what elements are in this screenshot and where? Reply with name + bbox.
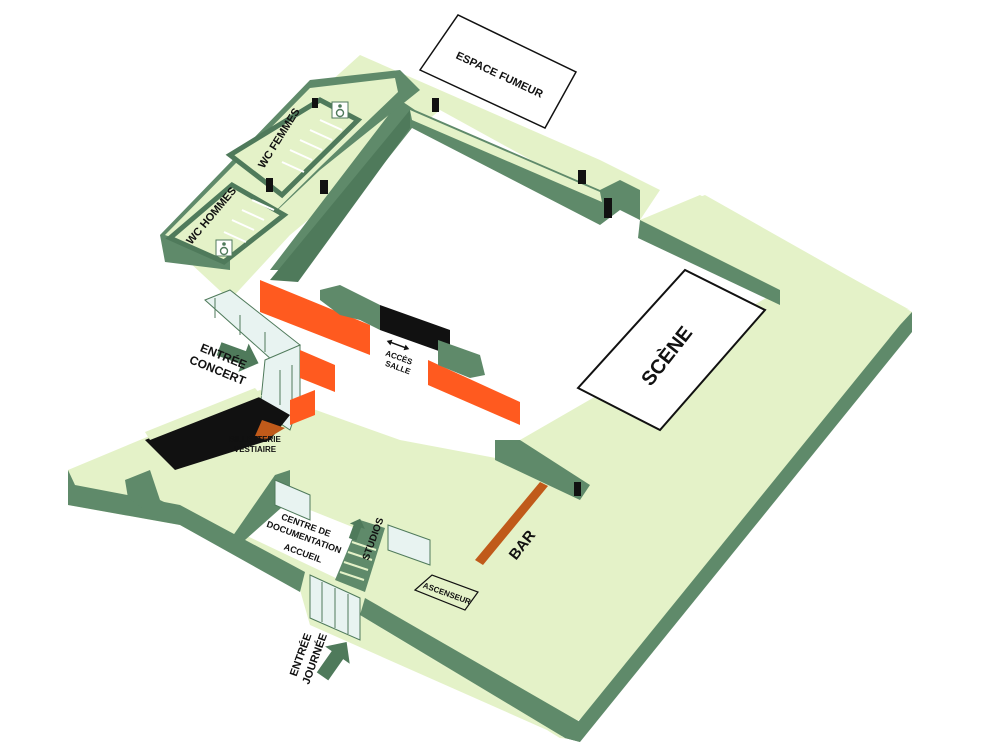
orange-wall-entrance	[300, 350, 335, 392]
ticketing-label-1: BILLETTERIE	[229, 435, 281, 444]
stage-platform	[576, 268, 767, 432]
orange-wall-left	[260, 280, 370, 355]
concert-hall	[270, 100, 780, 440]
entrance-arrow-icon	[216, 342, 259, 372]
front-left-walls	[125, 470, 180, 520]
studios-glass	[387, 524, 431, 566]
hall-access-right-box	[438, 340, 485, 378]
doc-room-floor	[245, 500, 360, 580]
doc-glass	[274, 479, 311, 521]
stairs-steps	[339, 541, 377, 581]
floor-edge-left	[68, 470, 305, 592]
door-icon	[432, 98, 439, 112]
hall-wall-right	[638, 220, 780, 305]
stage-area: SCÈNE	[576, 268, 767, 432]
hall-floor	[300, 125, 780, 440]
entrance-arrow-icon	[348, 518, 365, 541]
hall-access-black-door	[380, 305, 450, 355]
floor-toilet-wing	[160, 55, 660, 300]
elevator-box	[413, 574, 479, 611]
door-icon	[266, 178, 273, 192]
day-entrance-mullions	[321, 582, 349, 634]
toilets-wing: WC FEMMES WC HOMMES	[160, 70, 612, 270]
ticketing-label-2: VESTIAIRE	[234, 445, 277, 454]
door-icon	[604, 198, 612, 218]
hall-wall-left	[270, 110, 410, 282]
door-icon	[574, 482, 581, 496]
orange-wall-ticket	[290, 390, 315, 425]
floor-edge-right	[565, 312, 912, 742]
hall-wall-top	[410, 110, 602, 202]
black-wall	[145, 395, 290, 470]
bar-wall-top	[495, 440, 590, 500]
ticketing-area: BILLETTERIE VESTIAIRE	[145, 388, 290, 470]
hall-access: ACCÈS SALLE	[320, 285, 485, 378]
door-icon	[312, 98, 318, 108]
floor-right-wing	[360, 195, 912, 738]
wheelchair-icon	[215, 239, 233, 257]
floor-slab	[68, 55, 912, 742]
wc-women-stalls	[281, 119, 343, 173]
wheelchair-icon	[331, 101, 349, 119]
black-wall-top	[145, 388, 262, 440]
door-icon	[320, 180, 328, 194]
ticketing-counter	[255, 420, 285, 440]
wc-men-room	[165, 181, 289, 265]
door-icon	[578, 170, 586, 184]
entrance-arrow-icon	[316, 641, 350, 681]
orange-wall-right	[428, 360, 520, 425]
smoking-area: ESPACE FUMEUR	[418, 14, 578, 129]
orange-walls	[260, 280, 520, 425]
hall-access-wall	[320, 285, 380, 330]
left-front-wall	[125, 470, 180, 520]
floor-edge-front	[360, 598, 580, 742]
smoking-area-outline	[418, 14, 578, 129]
bar-counter	[475, 482, 548, 565]
wc-men-stalls	[223, 199, 275, 243]
double-arrow-icon	[386, 339, 410, 351]
